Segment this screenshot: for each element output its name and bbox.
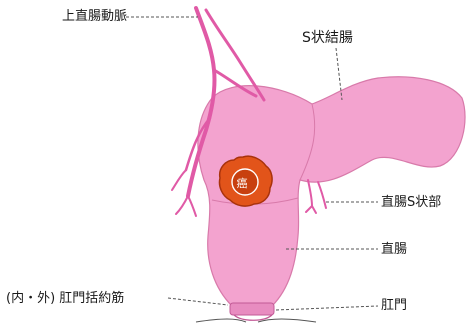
rectosigmoid-vessels <box>306 180 326 213</box>
rectum-label: 直腸 <box>381 242 407 257</box>
sigmoid-colon-label: S状結腸 <box>302 31 353 46</box>
anal-canal <box>234 315 272 320</box>
rectosigmoid-label: 直腸S状部 <box>381 195 441 210</box>
anal-sphincter-band <box>230 303 274 315</box>
anal-sphincter-label: (内・外) 肛門括約筋 <box>6 291 124 306</box>
superior-rectal-artery-label: 上直腸動脈 <box>62 9 127 24</box>
anus-label: 肛門 <box>381 298 407 313</box>
cancer-label: 癌 <box>232 177 252 190</box>
